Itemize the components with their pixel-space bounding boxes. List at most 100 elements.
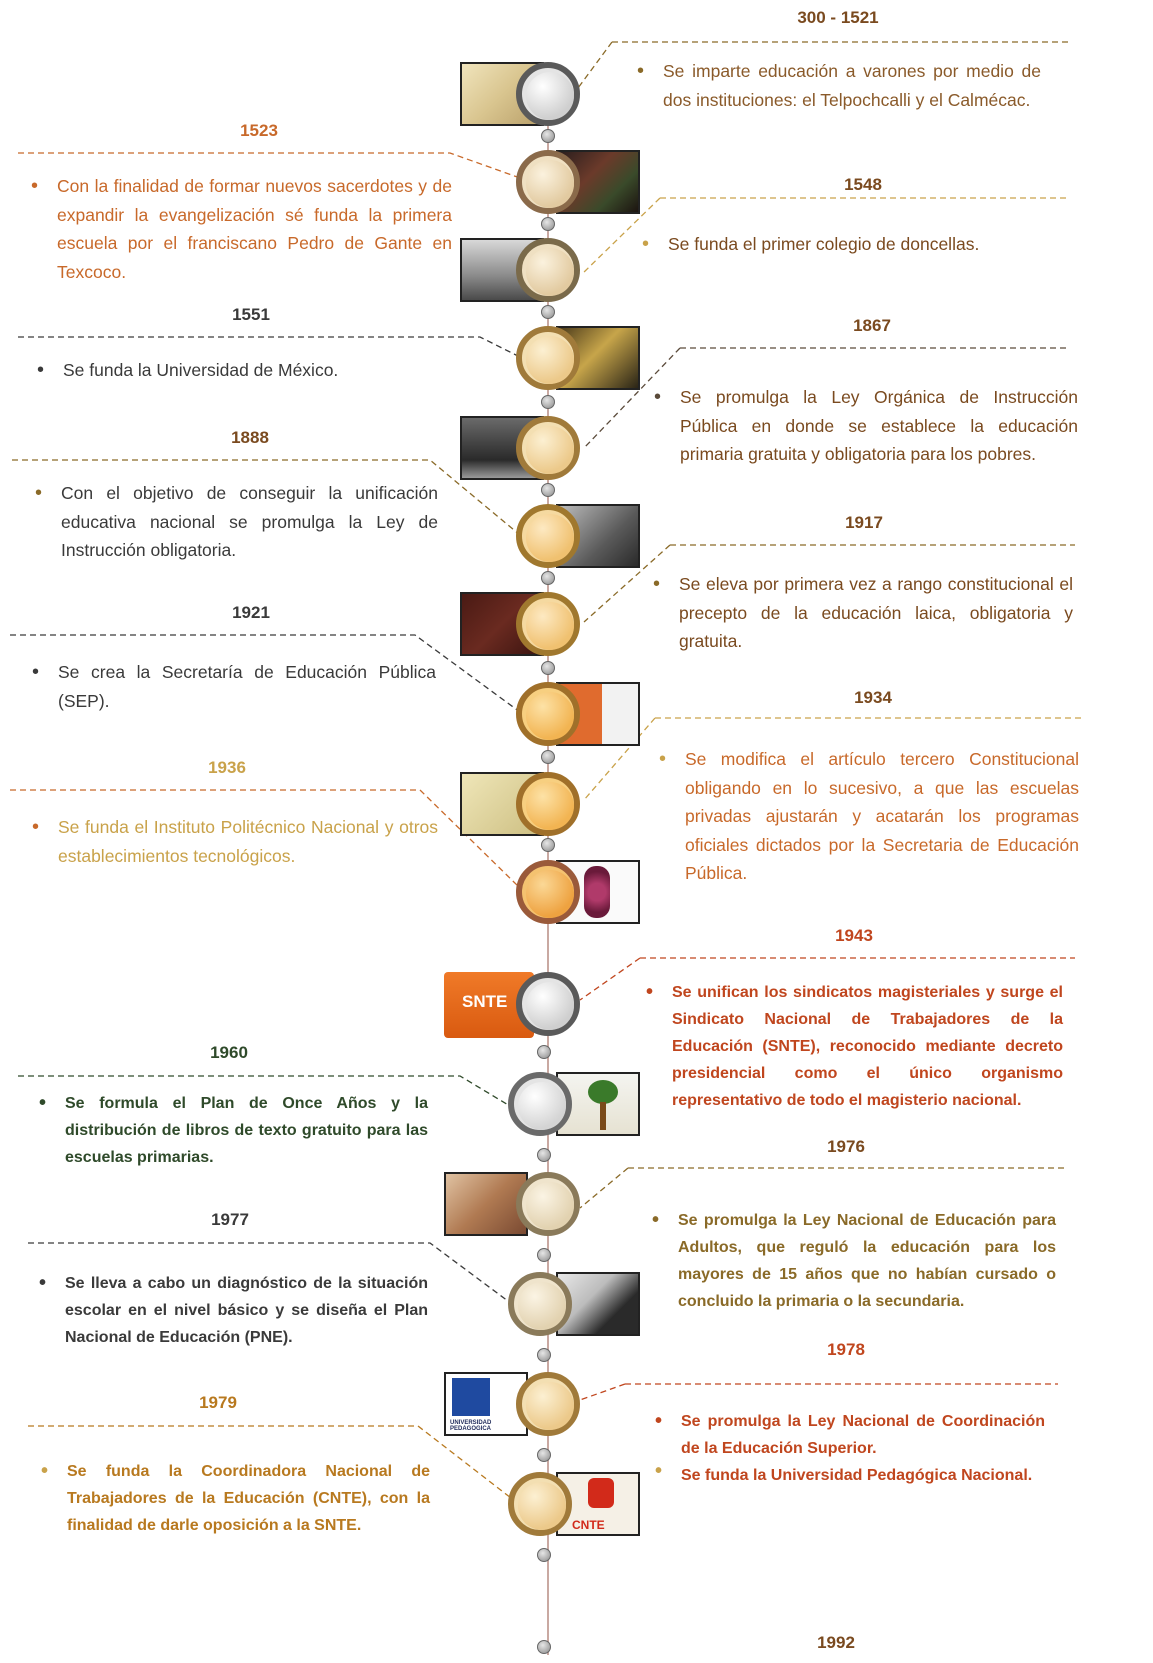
bullet-icon: • bbox=[31, 175, 39, 197]
year-label-1936: 1936 bbox=[208, 758, 246, 777]
axis-bead bbox=[541, 661, 555, 675]
medallion-1936 bbox=[516, 860, 580, 924]
axis-bead bbox=[541, 838, 555, 852]
axis-bead bbox=[541, 483, 555, 497]
bullet-icon: • bbox=[35, 482, 43, 504]
year-label-1934: 1934 bbox=[854, 688, 892, 707]
entry-text: Se funda la Coordinadora Nacional de Tra… bbox=[67, 1463, 430, 1534]
leader-1934 bbox=[583, 717, 1082, 801]
bullet-icon: • bbox=[642, 233, 650, 255]
upn-logo-text: UNIVERSIDAD PEDAGOGICA bbox=[450, 1420, 492, 1432]
axis-bead bbox=[537, 1045, 551, 1059]
bullet-icon: • bbox=[41, 1460, 49, 1482]
medallion-1943 bbox=[516, 972, 580, 1036]
bullet-icon: • bbox=[637, 60, 645, 82]
bullet-icon: • bbox=[652, 1209, 660, 1231]
axis-bead bbox=[537, 1448, 551, 1462]
snte-logo-text: SNTE bbox=[462, 992, 508, 1011]
entry-text-extra: Se funda la Universidad Pedagógica Nacio… bbox=[681, 1467, 1033, 1484]
axis-bead bbox=[541, 750, 555, 764]
axis-bead bbox=[537, 1640, 551, 1654]
year-label-1917: 1917 bbox=[845, 513, 883, 532]
medallion-1979 bbox=[508, 1472, 572, 1536]
entry-text: Se formula el Plan de Once Años y la dis… bbox=[65, 1095, 428, 1166]
medallion-1523 bbox=[516, 150, 580, 214]
leader-1943 bbox=[579, 957, 1075, 1001]
upn-logo-image: UNIVERSIDAD PEDAGOGICA bbox=[444, 1372, 528, 1436]
entry-text: Se modifica el artículo tercero Constitu… bbox=[685, 749, 1079, 883]
raised-fist-icon bbox=[588, 1478, 614, 1508]
axis-bead bbox=[541, 217, 555, 231]
medallion-1917 bbox=[516, 592, 580, 656]
entry-text: Se promulga la Ley Nacional de Coordinac… bbox=[681, 1413, 1045, 1457]
year-label-1978: 1978 bbox=[827, 1340, 865, 1359]
entry-text: Se promulga la Ley Orgánica de Instrucci… bbox=[680, 387, 1078, 464]
trunk-icon bbox=[600, 1102, 606, 1130]
bullet-icon: • bbox=[32, 816, 40, 838]
year-label-1551: 1551 bbox=[232, 305, 270, 324]
medallion-1548 bbox=[516, 238, 580, 302]
leader-300-1521 bbox=[577, 41, 1068, 89]
year-label-1523: 1523 bbox=[240, 121, 278, 140]
medallion-1888 bbox=[516, 504, 580, 568]
ipn-emblem-icon bbox=[584, 866, 610, 918]
entry-text: Se imparte educación a varones por medio… bbox=[663, 61, 1041, 110]
axis-bead bbox=[537, 1148, 551, 1162]
entry-1979: • Se funda la Coordinadora Nacional de T… bbox=[41, 1458, 430, 1539]
entry-1960: • Se formula el Plan de Once Años y la d… bbox=[39, 1090, 428, 1171]
year-label-1867: 1867 bbox=[853, 316, 891, 335]
entry-1977: • Se lleva a cabo un diagnóstico de la s… bbox=[39, 1270, 428, 1351]
entry-1523: • Con la finalidad de formar nuevos sace… bbox=[31, 172, 452, 286]
year-label-1548: 1548 bbox=[844, 175, 882, 194]
bullet-icon: • bbox=[659, 748, 667, 770]
tree-icon bbox=[588, 1080, 618, 1104]
leader-1548 bbox=[581, 197, 1068, 275]
year-label-1960: 1960 bbox=[210, 1043, 248, 1062]
leader-1936 bbox=[10, 789, 521, 889]
bullet-icon: • bbox=[655, 1460, 663, 1482]
entry-1888: • Con el objetivo de conseguir la unific… bbox=[35, 479, 438, 565]
leader-1917 bbox=[583, 544, 1075, 623]
entry-text: Se unifican los sindicatos magisteriales… bbox=[672, 984, 1063, 1109]
axis-bead bbox=[537, 1548, 551, 1562]
leader-1960 bbox=[18, 1075, 521, 1113]
medallion-1978 bbox=[516, 1372, 580, 1436]
medallion-1934 bbox=[516, 772, 580, 836]
entry-text: Se funda el Instituto Politécnico Nacion… bbox=[58, 817, 438, 866]
axis-bead bbox=[541, 395, 555, 409]
axis-bead bbox=[537, 1248, 551, 1262]
axis-bead bbox=[541, 571, 555, 585]
entry-text: Se funda la Universidad de México. bbox=[63, 360, 339, 380]
year-label-300-1521: 300 - 1521 bbox=[797, 8, 879, 27]
leader-1551 bbox=[18, 336, 523, 359]
entry-sub-item: • Se funda la Universidad Pedagógica Nac… bbox=[655, 1460, 1045, 1489]
year-label-1976: 1976 bbox=[827, 1137, 865, 1156]
bullet-icon: • bbox=[37, 359, 45, 381]
year-label-1943: 1943 bbox=[835, 926, 873, 945]
entry-text: Se lleva a cabo un diagnóstico de la sit… bbox=[65, 1275, 428, 1346]
medallion-1921 bbox=[516, 682, 580, 746]
bullet-icon: • bbox=[646, 981, 654, 1003]
entry-1867: • Se promulga la Ley Orgánica de Instruc… bbox=[654, 383, 1078, 469]
leader-1921 bbox=[10, 634, 521, 713]
medallion-1551 bbox=[516, 326, 580, 390]
entry-text: Se funda el primer colegio de doncellas. bbox=[668, 234, 980, 254]
upn-emblem-icon bbox=[452, 1378, 490, 1416]
bullet-icon: • bbox=[39, 1092, 47, 1114]
entry-1943: • Se unifican los sindicatos magisterial… bbox=[646, 979, 1063, 1114]
bullet-icon: • bbox=[655, 1410, 663, 1432]
year-label-1888: 1888 bbox=[231, 428, 269, 447]
medallion-300-1521 bbox=[516, 62, 580, 126]
entry-text: Se eleva por primera vez a rango constit… bbox=[679, 574, 1073, 651]
medallion-1977 bbox=[508, 1272, 572, 1336]
year-label-1992: 1992 bbox=[817, 1633, 855, 1652]
leader-1977 bbox=[28, 1242, 521, 1311]
entry-text: Se promulga la Ley Nacional de Educación… bbox=[678, 1212, 1056, 1310]
leader-1979 bbox=[28, 1425, 521, 1506]
entry-1921: • Se crea la Secretaría de Educación Púb… bbox=[32, 658, 436, 715]
year-label-1921: 1921 bbox=[232, 603, 270, 622]
leader-1978 bbox=[579, 1383, 1058, 1401]
bullet-icon: • bbox=[39, 1272, 47, 1294]
bullet-icon: • bbox=[653, 573, 661, 595]
